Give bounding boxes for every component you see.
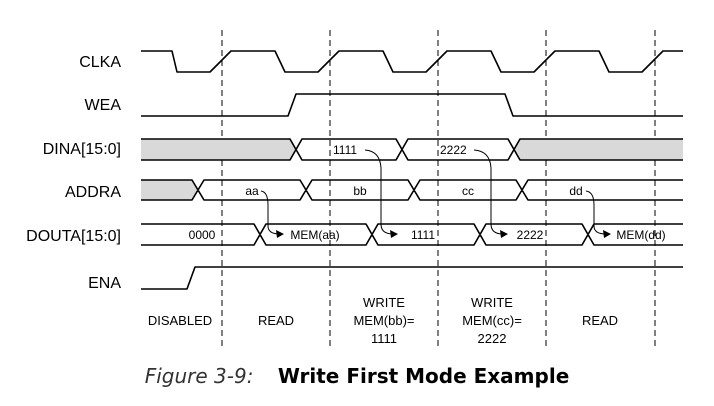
figure-caption: Figure 3-9: Write First Mode Example <box>0 364 714 388</box>
arrow-aa-to-mem-aa <box>260 190 281 235</box>
signal-label-addra: ADDRA <box>65 184 121 201</box>
dina-shade-left <box>141 139 296 160</box>
arrow-1111-to-douta <box>364 149 394 235</box>
addra-value-aa: aa <box>245 184 259 198</box>
figure-number: Figure 3-9: <box>144 364 254 388</box>
phase-label: READ <box>258 313 294 328</box>
dina-outline <box>141 138 683 161</box>
addra-outline <box>141 179 683 201</box>
signal-label-wea: WEA <box>85 97 122 114</box>
arrow-dd-to-mem-dd <box>585 190 607 235</box>
signal-label-douta: DOUTA[15:0] <box>26 228 121 245</box>
signal-label-ena: ENA <box>88 275 121 292</box>
arrowhead-icon <box>276 230 284 238</box>
ena-waveform <box>141 266 683 290</box>
arrowhead-icon <box>390 230 398 238</box>
douta-value-2222: 2222 <box>517 228 544 242</box>
phase-label: DISABLED <box>148 313 212 328</box>
douta-bus: 0000 MEM(aa) 1111 2222 MEM(dd) <box>141 223 683 246</box>
addra-shade <box>141 180 198 200</box>
arrowhead-icon <box>603 230 611 238</box>
addra-bus: aa bb cc dd <box>141 179 683 201</box>
arrow-2222-to-douta <box>473 149 504 235</box>
douta-value-1111: 1111 <box>411 228 435 242</box>
dina-value-2222: 2222 <box>440 143 467 157</box>
phase-dividers <box>221 30 656 346</box>
timing-diagram: CLKA WEA DINA[15:0] ADDRA DOUTA[15:0] EN… <box>26 30 683 346</box>
signal-label-clka: CLKA <box>79 54 121 71</box>
douta-value-0000: 0000 <box>189 228 216 242</box>
dina-shade-right <box>514 139 683 160</box>
addra-value-dd: dd <box>569 184 582 198</box>
signal-label-dina: DINA[15:0] <box>43 141 121 158</box>
addra-value-cc: cc <box>462 184 474 198</box>
douta-outline <box>141 223 683 246</box>
douta-value-mem-aa: MEM(aa) <box>290 228 339 242</box>
phase-label: READ <box>582 313 618 328</box>
arrowhead-icon <box>500 230 508 238</box>
wea-waveform <box>141 93 683 117</box>
addra-value-bb: bb <box>353 184 367 198</box>
figure-title: Write First Mode Example <box>277 364 570 388</box>
clka-waveform <box>141 50 683 73</box>
dina-bus: 1111 2222 <box>141 138 683 161</box>
douta-value-mem-dd: MEM(dd) <box>616 228 665 242</box>
dina-value-1111: 1111 <box>333 143 357 157</box>
causality-arrows <box>260 149 611 238</box>
